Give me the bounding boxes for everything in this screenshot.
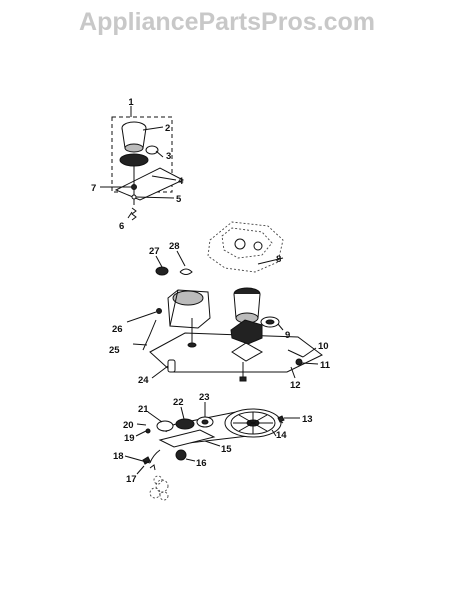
callout-8: 8 [276,254,281,265]
leader-lines [100,106,319,475]
callout-7: 7 [91,183,96,194]
callout-1: 1 [128,97,134,108]
callout-23: 23 [199,392,210,403]
part-13-screw [277,415,285,423]
mounting-plate [114,167,185,201]
callout-12: 12 [290,380,301,391]
callout-10: 10 [318,341,329,352]
part-27-cap [155,266,169,276]
callout-27: 27 [149,246,160,257]
callout-3: 3 [166,151,171,162]
part-22-pulley [175,418,195,430]
callout-13: 13 [302,414,313,425]
part-26-screw [156,308,162,314]
mount-bracket [158,429,216,448]
part-10-pin [287,349,304,358]
callout-6: 6 [119,221,124,232]
callout-15: 15 [221,444,232,455]
part-21-pulley [156,420,174,432]
bolt [239,376,247,382]
part-24-bushing [167,359,176,373]
callout-5: 5 [176,194,182,205]
part-7-ring [131,184,137,190]
callout-18: 18 [113,451,124,462]
transmission-base [230,319,263,345]
part-18-rod [149,449,161,464]
part-3-base [119,153,149,167]
drum-outline [207,221,284,273]
watermark-logo: AppliancePartsPros.com [79,8,375,36]
callout-25: 25 [109,345,120,356]
part-11-nut [295,358,303,366]
part-25-rod [142,319,157,351]
upper-assembly [111,116,185,221]
callout-4: 4 [178,176,184,187]
callout-19: 19 [124,433,135,444]
callout-17: 17 [126,474,137,485]
part-number-labels: 1 2 3 4 8 5 6 7 9 10 11 12 13 14 15 16 1… [91,97,331,485]
part-5-clip [131,194,137,200]
callout-2: 2 [165,123,170,134]
fan-outline [153,475,163,485]
pulley-assembly [142,408,285,501]
part-6-spring [131,207,137,221]
part-28-clip [179,268,193,275]
part-16-gear [175,449,187,461]
part-19-screw [145,428,151,434]
callout-28: 28 [169,241,180,252]
callout-20: 20 [123,420,134,431]
callout-14: 14 [276,430,287,441]
callout-16: 16 [196,458,207,469]
motor-assembly [142,221,323,382]
callout-21: 21 [138,404,149,415]
part-3-washer [145,145,159,155]
callout-24: 24 [138,375,149,386]
part-17-spring [142,456,151,465]
callout-22: 22 [173,397,184,408]
callout-9: 9 [285,330,290,341]
callout-11: 11 [320,360,331,371]
callout-26: 26 [112,324,123,335]
